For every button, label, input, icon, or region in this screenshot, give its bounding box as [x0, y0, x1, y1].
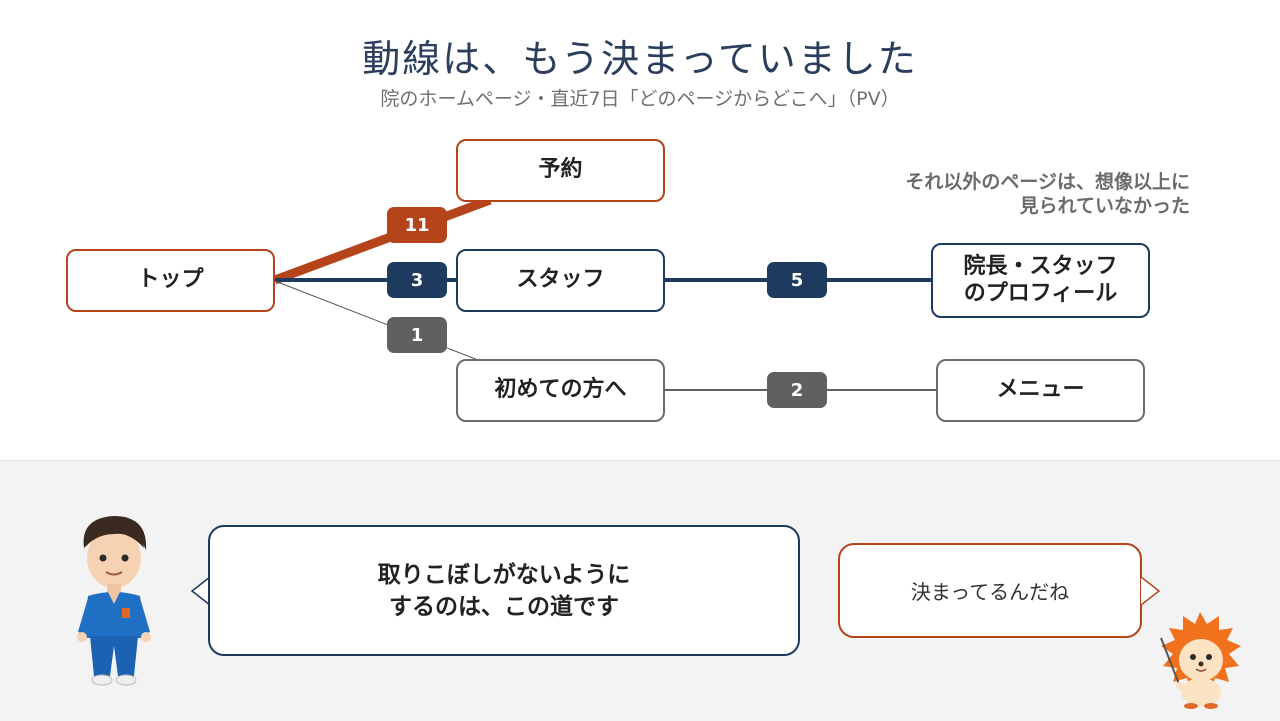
flow-count-top-staff: 3 — [387, 262, 447, 298]
node-staff-label: スタッフ — [516, 267, 605, 293]
side-speech-text: 決まってるんだね — [910, 580, 1070, 604]
side-note: それ以外のページは、想像以上に 見られていなかった — [905, 170, 1190, 218]
node-profile: 院長・スタッフ のプロフィール — [931, 243, 1150, 318]
side-speech-bubble: 決まってるんだね — [838, 543, 1142, 638]
connector-top-first — [274, 280, 479, 361]
doctor-character-illustration — [77, 516, 151, 686]
node-profile-label-1: 院長・スタッフ — [963, 254, 1118, 280]
node-profile-label-2: のプロフィール — [963, 280, 1118, 306]
flow-count-first-menu: 2 — [767, 372, 827, 408]
node-top: トップ — [66, 249, 275, 312]
node-reserve-label: 予約 — [538, 157, 583, 183]
flow-count-top-reserve: 11 — [387, 207, 447, 243]
node-first-visit-label: 初めての方へ — [494, 377, 627, 403]
main-speech-bubble: 取りこぼしがないように するのは、この道です — [208, 525, 800, 656]
node-first-visit: 初めての方へ — [456, 359, 665, 422]
node-menu: メニュー — [936, 359, 1145, 422]
node-staff: スタッフ — [456, 249, 665, 312]
connector-top-reserve — [273, 195, 492, 285]
hedgehog-character-illustration — [1160, 612, 1241, 709]
flow-count-staff-profile: 5 — [767, 262, 827, 298]
node-top-label: トップ — [137, 267, 204, 293]
node-reserve: 予約 — [456, 139, 665, 202]
flow-count-top-first: 1 — [387, 317, 447, 353]
node-menu-label: メニュー — [996, 377, 1085, 403]
main-speech-line-2: するのは、この道です — [389, 593, 619, 620]
page-title: 動線は、もう決まっていました — [362, 37, 918, 81]
side-note-line-2: 見られていなかった — [1019, 195, 1190, 217]
side-bubble-tail — [1140, 576, 1161, 606]
page-subtitle: 院のホームページ・直近7日「どのページからどこへ」（PV） — [380, 88, 900, 110]
main-speech-line-1: 取りこぼしがないように — [377, 561, 631, 588]
main-bubble-tail — [190, 576, 211, 606]
side-note-line-1: それ以外のページは、想像以上に — [905, 171, 1190, 193]
